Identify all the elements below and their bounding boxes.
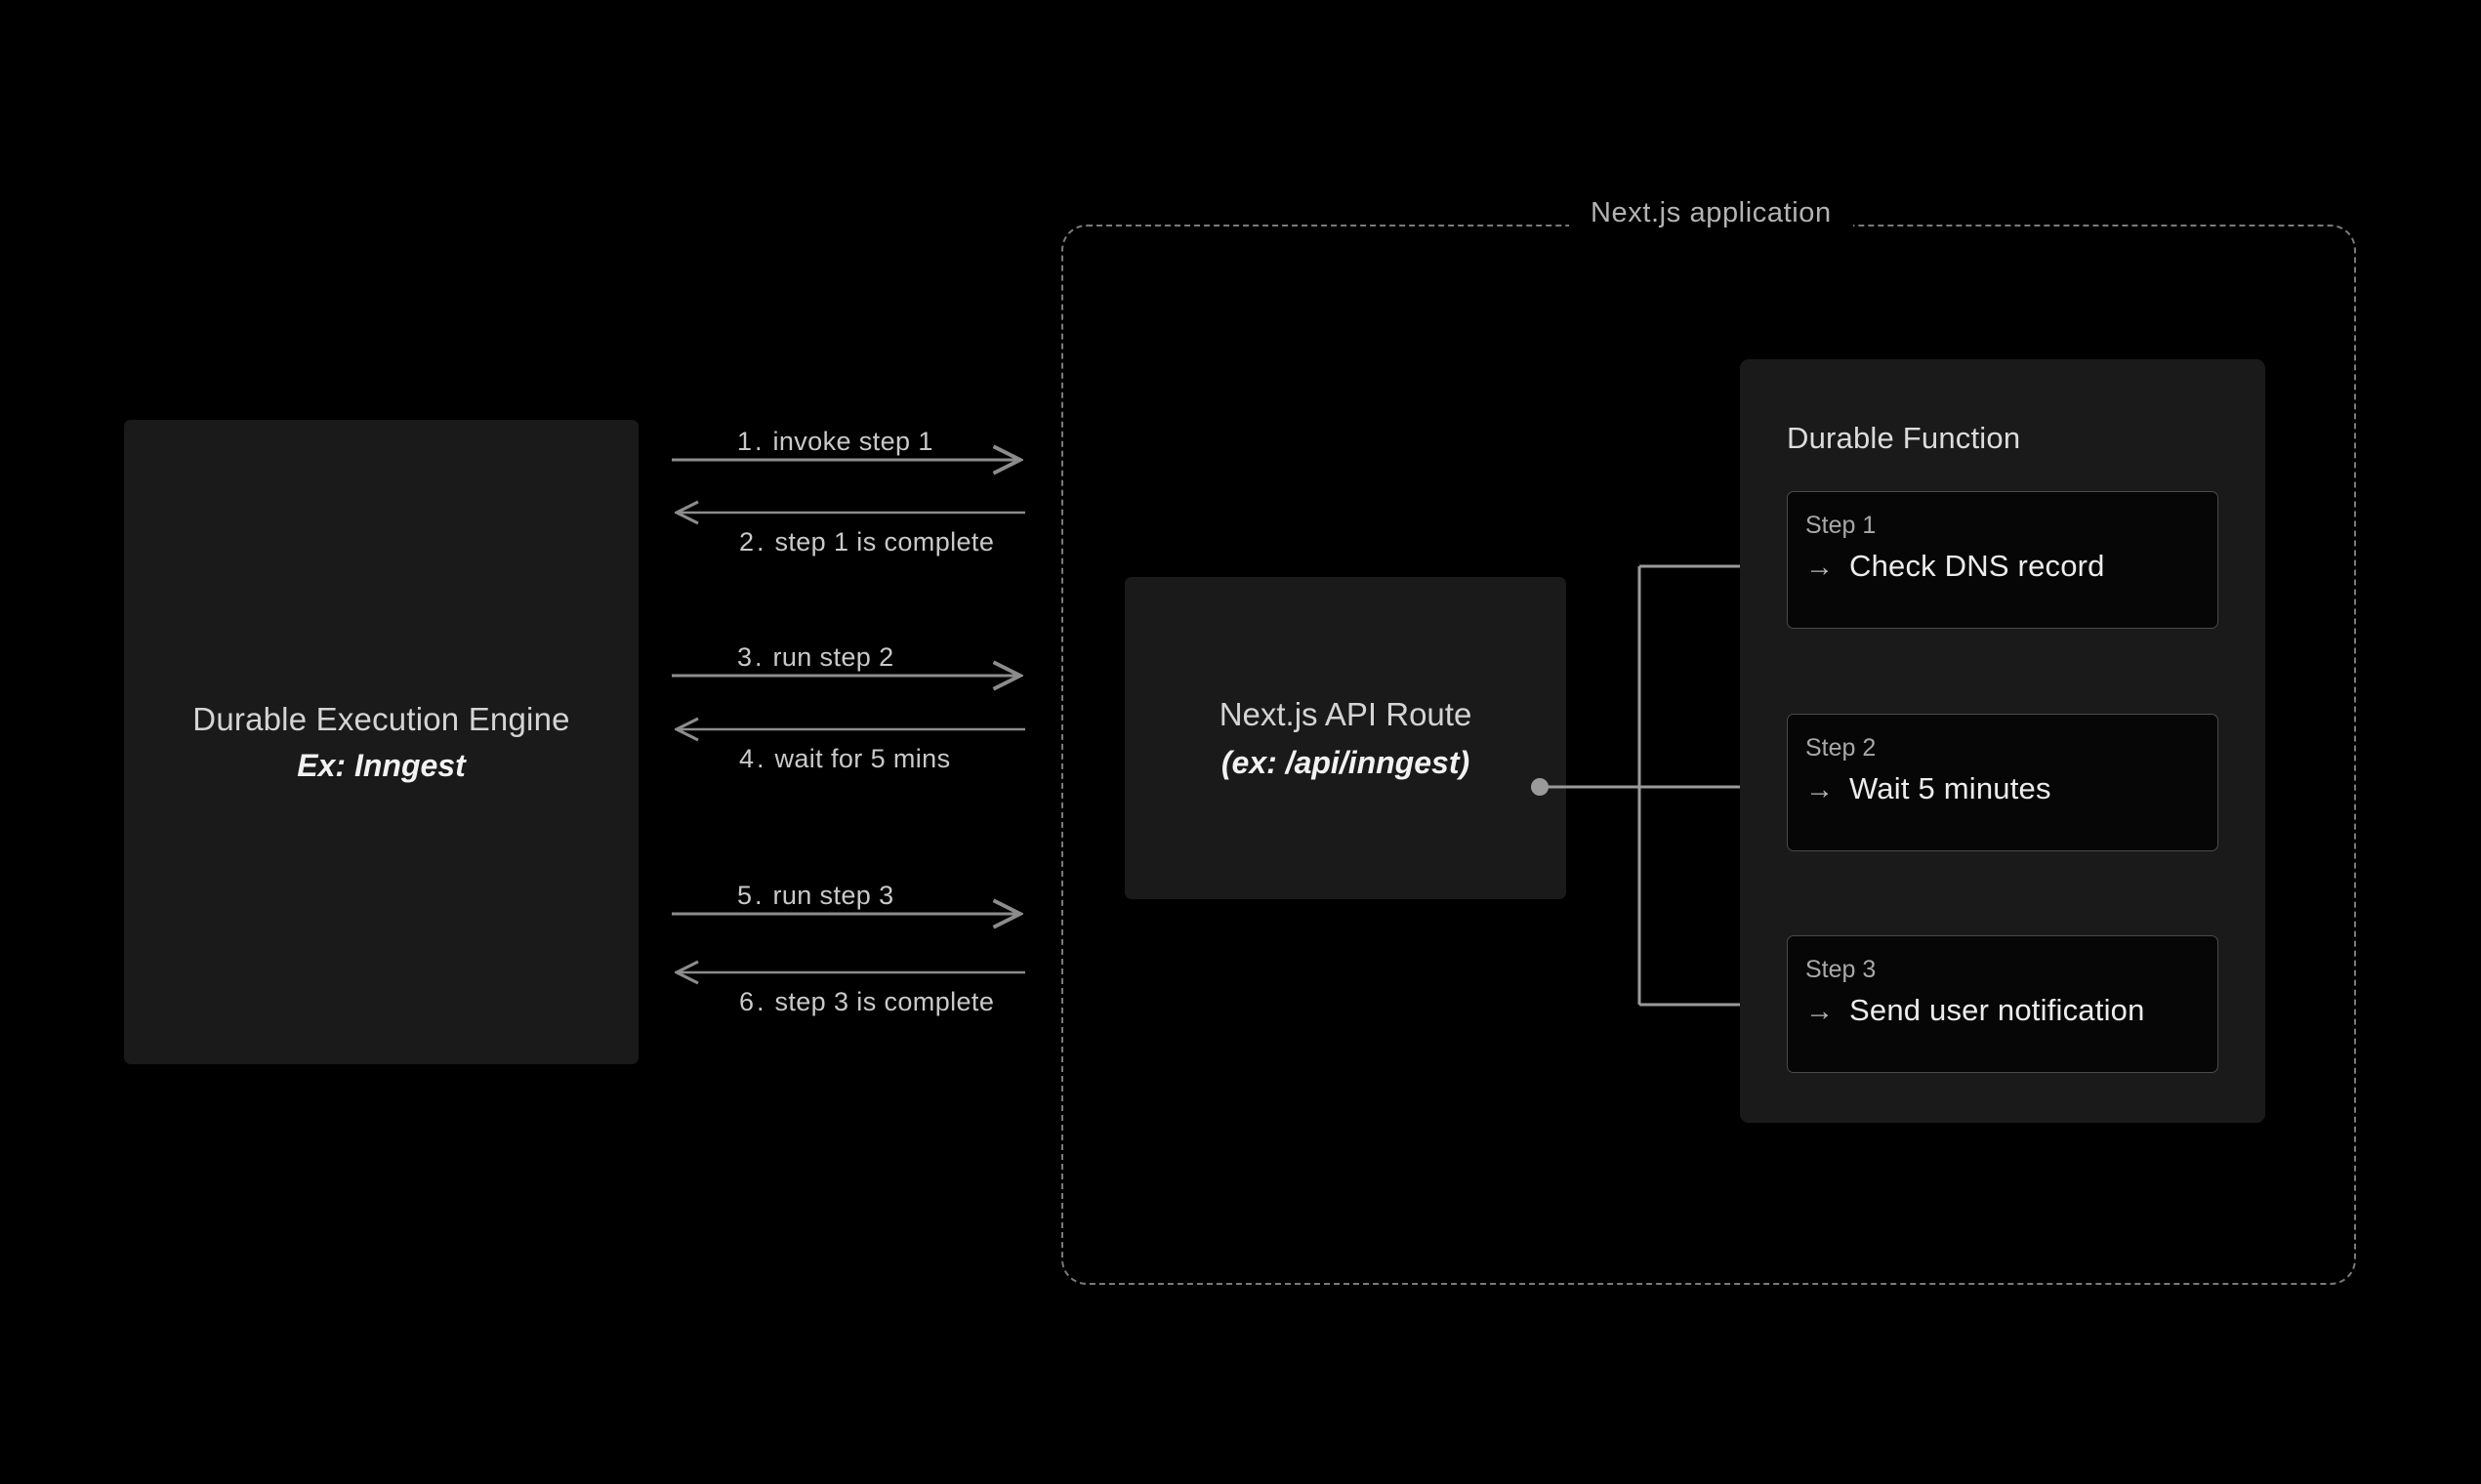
message-number-2: 2. bbox=[739, 527, 767, 556]
step-3-kicker: Step 3 bbox=[1805, 956, 1877, 983]
api-route-path: (ex: /api/inngest) bbox=[1220, 744, 1470, 780]
step-2-action: → Wait 5 minutes bbox=[1805, 771, 2051, 806]
message-label-5: 5. run step 3 bbox=[737, 881, 894, 911]
message-label-2: 2. step 1 is complete bbox=[739, 527, 994, 557]
nextjs-api-route-box: Next.js API Route (ex: /api/inngest) bbox=[1125, 577, 1566, 899]
step-card-1[interactable]: Step 1 → Check DNS record bbox=[1787, 491, 2218, 629]
message-label-6: 6. step 3 is complete bbox=[739, 987, 994, 1017]
message-text-4: wait for 5 mins bbox=[774, 744, 951, 773]
arrow-right-icon: → bbox=[1805, 552, 1834, 583]
step-1-kicker: Step 1 bbox=[1805, 512, 1877, 539]
message-text-2: step 1 is complete bbox=[774, 527, 995, 556]
nextjs-application-title: Next.js application bbox=[1569, 195, 1853, 232]
step-2-text: Wait 5 minutes bbox=[1849, 771, 2051, 805]
durable-execution-engine-box: Durable Execution Engine Ex: Inngest bbox=[124, 420, 639, 1064]
message-number-3: 3. bbox=[737, 642, 765, 672]
message-text-1: invoke step 1 bbox=[772, 427, 933, 456]
message-number-6: 6. bbox=[739, 987, 767, 1016]
message-number-4: 4. bbox=[739, 744, 767, 773]
step-3-action: → Send user notification bbox=[1805, 993, 2145, 1028]
message-label-3: 3. run step 2 bbox=[737, 642, 894, 673]
message-label-1: 1. invoke step 1 bbox=[737, 427, 933, 457]
step-3-text: Send user notification bbox=[1849, 993, 2145, 1027]
engine-title: Durable Execution Engine bbox=[192, 700, 570, 737]
arrow-right-icon: → bbox=[1805, 774, 1834, 805]
arrow-right-icon: → bbox=[1805, 996, 1834, 1027]
durable-function-panel: Durable Function Step 1 → Check DNS reco… bbox=[1740, 359, 2265, 1123]
message-text-3: run step 2 bbox=[772, 642, 894, 672]
message-label-4: 4. wait for 5 mins bbox=[739, 744, 951, 774]
step-card-3[interactable]: Step 3 → Send user notification bbox=[1787, 935, 2218, 1073]
durable-function-title: Durable Function bbox=[1787, 421, 2021, 455]
message-number-1: 1. bbox=[737, 427, 765, 456]
step-2-kicker: Step 2 bbox=[1805, 734, 1877, 762]
step-card-2[interactable]: Step 2 → Wait 5 minutes bbox=[1787, 714, 2218, 851]
step-1-action: → Check DNS record bbox=[1805, 549, 2105, 584]
api-route-title: Next.js API Route bbox=[1219, 696, 1472, 733]
message-number-5: 5. bbox=[737, 881, 765, 910]
message-text-6: step 3 is complete bbox=[774, 987, 995, 1016]
message-text-5: run step 3 bbox=[772, 881, 894, 910]
step-1-text: Check DNS record bbox=[1849, 549, 2105, 583]
engine-subtitle: Ex: Inngest bbox=[297, 747, 466, 783]
